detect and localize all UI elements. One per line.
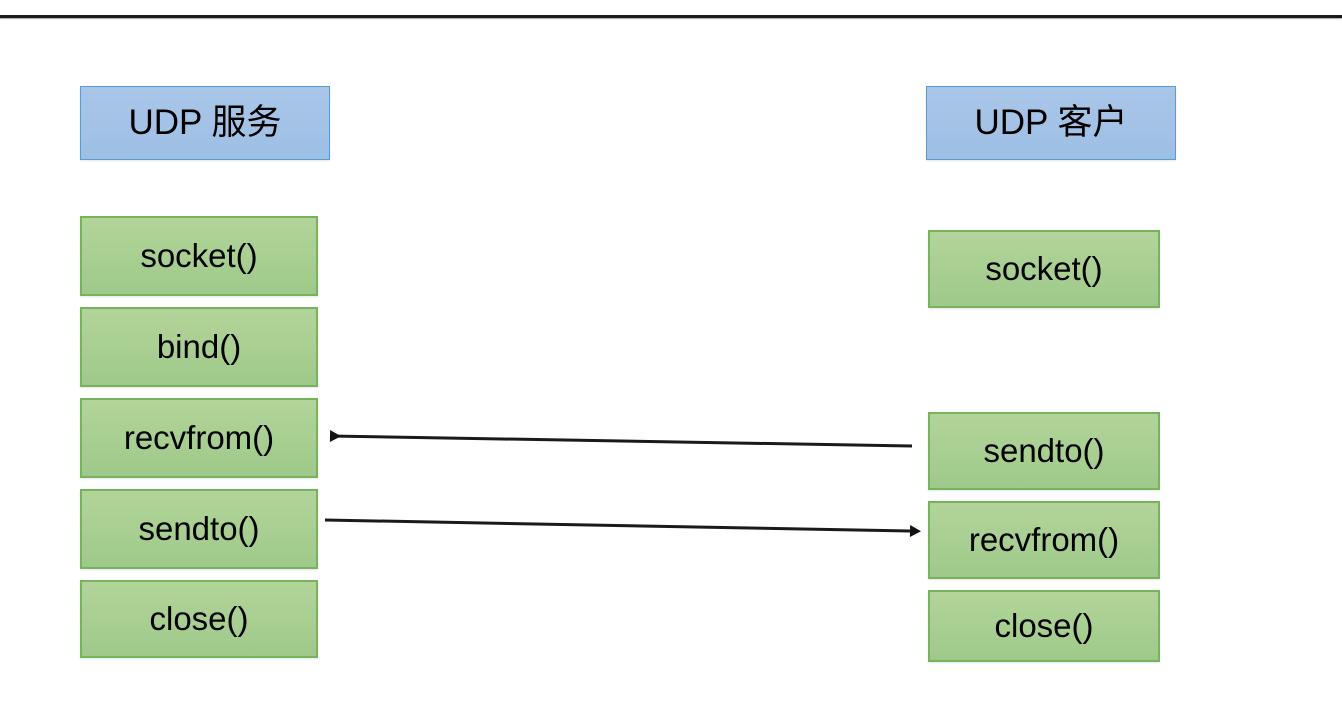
client-step-recvfrom-label: recvfrom() <box>968 520 1120 558</box>
client-step-close[interactable]: close() <box>928 590 1160 662</box>
client-step-sendto[interactable]: sendto() <box>928 412 1160 490</box>
server-step-close-label: close() <box>149 599 249 637</box>
client-step-recvfrom[interactable]: recvfrom() <box>928 501 1160 579</box>
server-header-box: UDP 服务 <box>80 86 330 160</box>
server-step-recvfrom[interactable]: recvfrom() <box>80 398 318 478</box>
client-header-box: UDP 客户 <box>926 86 1176 160</box>
server-header-label: UDP 服务 <box>128 102 282 142</box>
server-step-close[interactable]: close() <box>80 580 318 658</box>
server-step-recvfrom-label: recvfrom() <box>123 418 275 456</box>
server-step-bind[interactable]: bind() <box>80 307 318 387</box>
arrow-server-sendto-to-client-recvfrom <box>324 518 921 537</box>
client-step-close-label: close() <box>994 606 1094 644</box>
server-step-sendto-label: sendto() <box>138 509 260 547</box>
client-step-socket-label: socket() <box>985 249 1103 287</box>
client-step-sendto-label: sendto() <box>983 431 1105 469</box>
client-step-socket[interactable]: socket() <box>928 230 1160 308</box>
server-step-socket[interactable]: socket() <box>80 216 318 296</box>
server-step-socket-label: socket() <box>140 236 258 274</box>
server-step-sendto[interactable]: sendto() <box>80 489 318 569</box>
top-divider-rule <box>0 15 1342 18</box>
server-step-bind-label: bind() <box>156 327 242 365</box>
arrow-client-sendto-to-server-recvfrom <box>329 430 913 448</box>
client-header-label: UDP 客户 <box>974 102 1128 142</box>
